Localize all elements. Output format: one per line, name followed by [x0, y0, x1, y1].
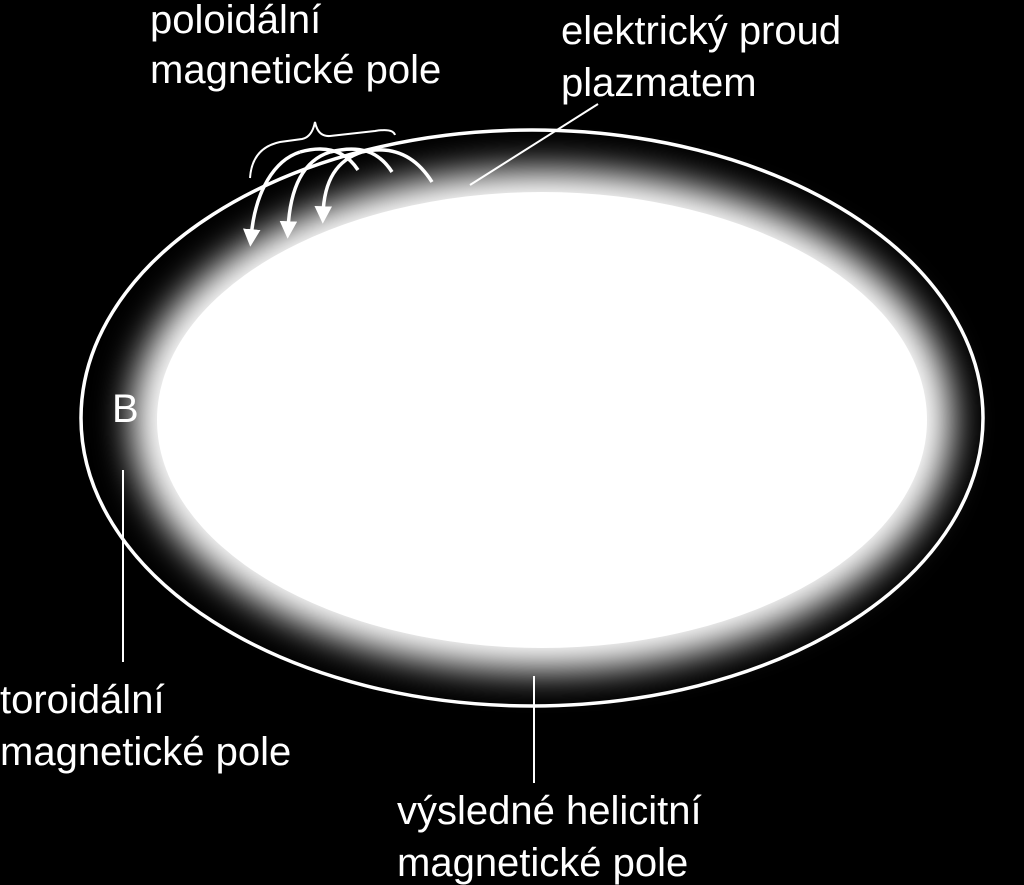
plasma-core [157, 192, 927, 648]
poloidal-loop-3 [314, 150, 363, 224]
poloidal-loop-2 [279, 150, 331, 239]
poloidal-field-loops [243, 147, 434, 247]
toroidal-label-line2: magnetické pole [0, 730, 291, 774]
poloidal-label-line1: poloidální [150, 0, 321, 42]
current-label-line1: elektrický proud [561, 9, 841, 53]
poloidal-loop-arc-3 [361, 148, 434, 183]
current-leader-line [469, 103, 599, 186]
poloidal-loop-1 [243, 150, 301, 247]
helical-label-line2: magnetické pole [397, 841, 688, 885]
torus-outline [79, 128, 985, 708]
helical-label-line1: výsledné helicitní [397, 789, 702, 833]
toroidal-label-line1: toroidální [0, 678, 165, 722]
partial-b-symbol: B [112, 387, 139, 431]
current-label-line2: plazmatem [561, 61, 757, 105]
poloidal-label-line2: magnetické pole [150, 48, 441, 92]
poloidal-brace [249, 121, 396, 179]
